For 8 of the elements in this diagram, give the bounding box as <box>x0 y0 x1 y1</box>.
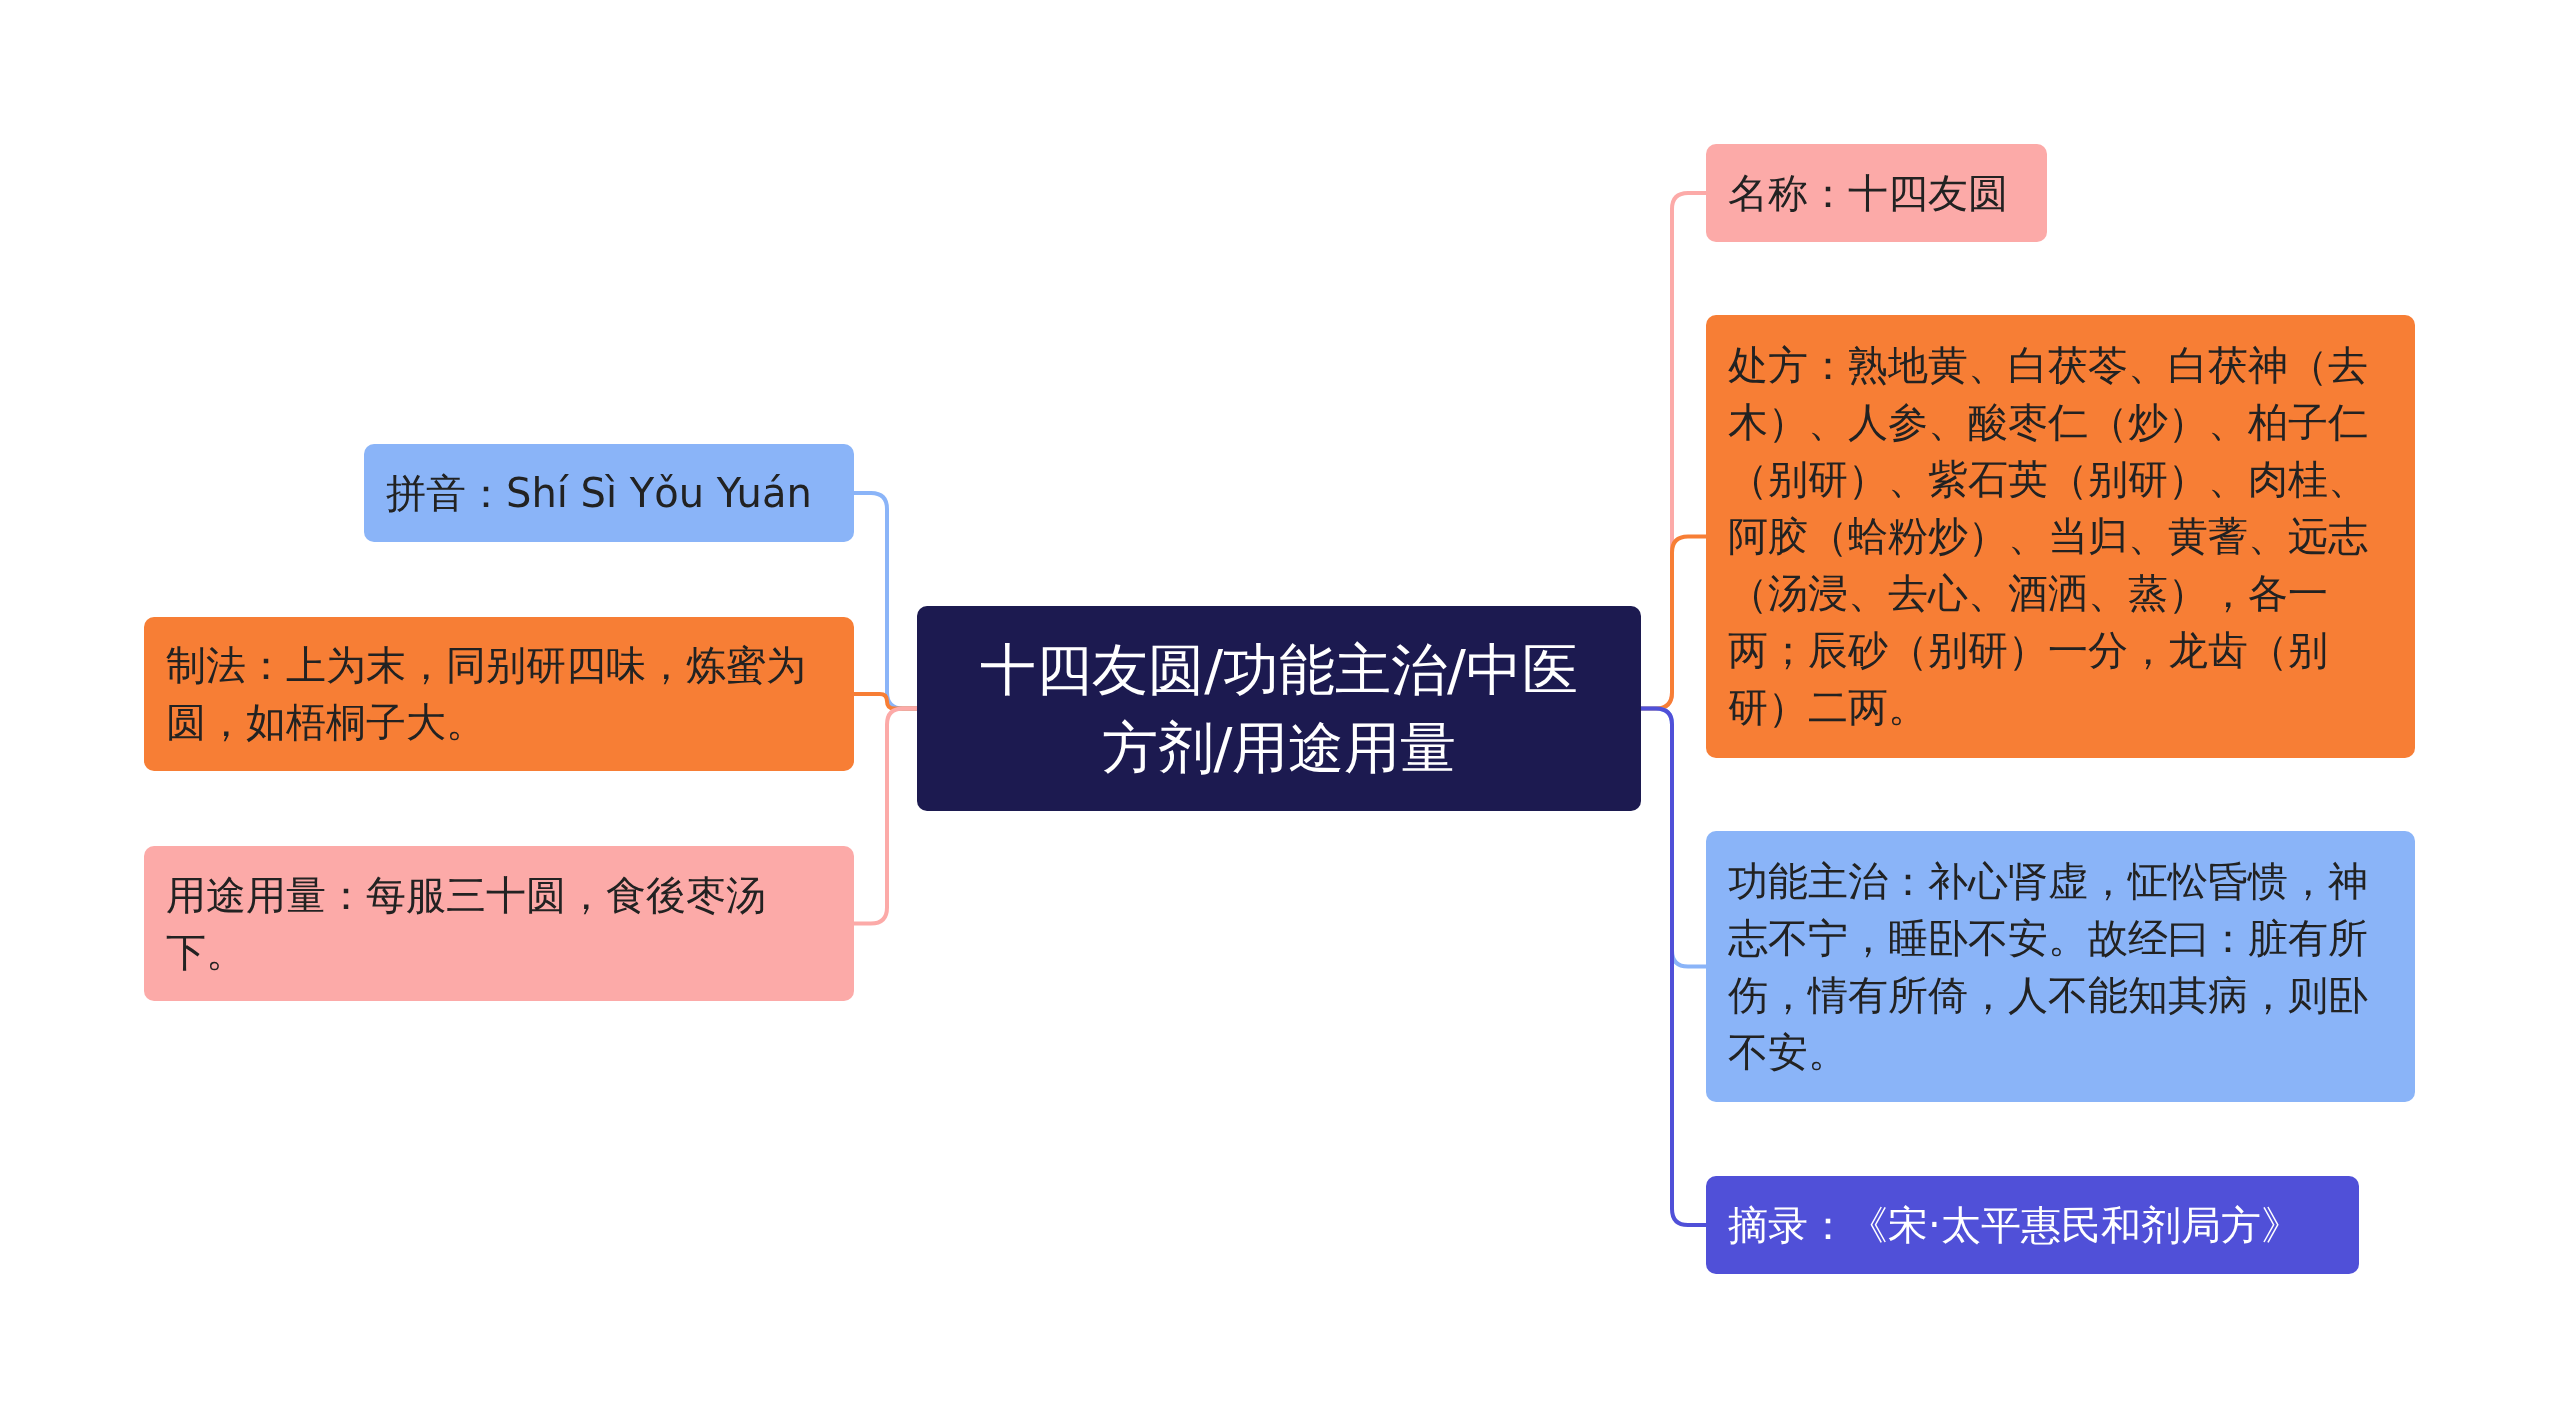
topic-box: 摘录：《宋·太平惠民和剂局方》 <box>1706 1176 2359 1274</box>
topic-box: 名称：十四友圆 <box>1706 144 2047 242</box>
topic-box: 功能主治：补心肾虚，怔忪昏愦，神志不宁，睡卧不安。故经曰：脏有所伤，情有所倚，人不能知其病，则卧不安。 <box>1706 831 2415 1102</box>
topic-box: 拼音：Shí Sì Yǒu Yuán <box>364 444 854 542</box>
topic-box: 处方：熟地黄、白茯苓、白茯神（去木）、人参、酸枣仁（炒）、柏子仁（别研）、紫石英（别研）、肉桂、阿胶（蛤粉炒）、当归、黄蓍、远志（汤浸、去心、酒洒、蒸），各一两；辰砂（别研）一分，龙齿（别研）二两。 <box>1706 315 2415 758</box>
topic-box: 用途用量：每服三十圆，食後枣汤下。 <box>144 846 854 1001</box>
topic-box: 制法：上为末，同别研四味，炼蜜为圆，如梧桐子大。 <box>144 617 854 771</box>
topic-box: 十四友圆/功能主治/中医方剂/用途用量 <box>917 606 1641 811</box>
